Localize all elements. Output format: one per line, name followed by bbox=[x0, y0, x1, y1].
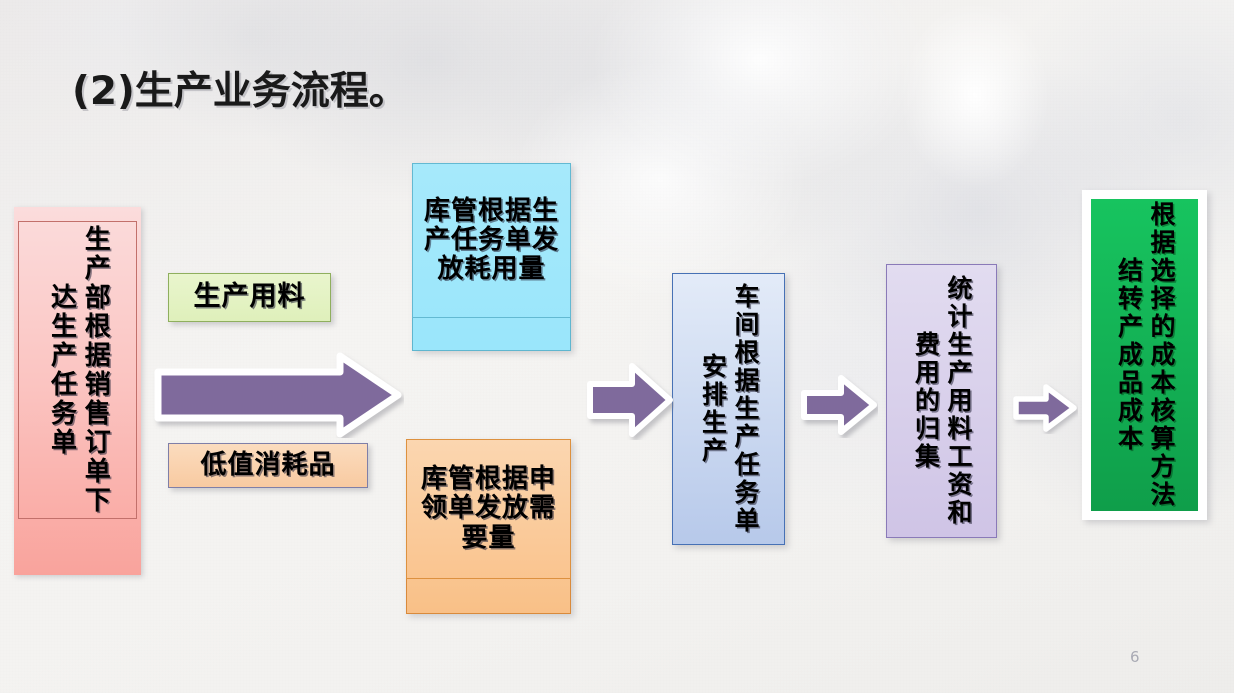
cost-collection-node-label: 统计生产用料工资和费用的归集 bbox=[911, 275, 974, 527]
issue-by-requisition-node-label: 库管根据申领单发放需要量 bbox=[420, 464, 556, 553]
issue-by-production-order-node-label: 库管根据生产任务单发放耗用量 bbox=[423, 195, 559, 285]
issue-by-requisition-node-frame bbox=[406, 439, 571, 579]
page-number: 6 bbox=[1130, 648, 1140, 666]
consumable-label-text: 低值消耗品 bbox=[200, 449, 336, 480]
page-title: (2)生产业务流程。 bbox=[72, 69, 408, 114]
cost-collection-node bbox=[886, 264, 997, 538]
workshop-schedule-node-label: 车间根据生产任务单安排生产 bbox=[698, 283, 761, 535]
sales-order-node-frame bbox=[18, 221, 137, 519]
issue-by-requisition-node bbox=[406, 439, 571, 614]
sales-order-node bbox=[14, 207, 141, 575]
workshop-schedule-node bbox=[672, 273, 785, 545]
material-label-text: 生产用料 bbox=[193, 281, 306, 313]
cost-carryover-node bbox=[1082, 190, 1207, 520]
issue-by-production-order-node-frame bbox=[412, 163, 571, 318]
arrow-cost-to-carryover bbox=[1012, 382, 1078, 434]
consumable-label bbox=[168, 443, 368, 488]
cost-carryover-node-label: 根据选择的成本核算方法结转产成品成本 bbox=[1114, 201, 1177, 509]
arrow-issue-to-workshop bbox=[586, 360, 674, 440]
cost-carryover-node-fill bbox=[1091, 199, 1198, 511]
material-label bbox=[168, 273, 331, 322]
sales-order-node-label: 生产部根据销售订单下达生产任务单 bbox=[46, 225, 111, 515]
arrow-workshop-to-cost bbox=[800, 372, 878, 438]
arrow-order-to-issue bbox=[152, 352, 404, 438]
